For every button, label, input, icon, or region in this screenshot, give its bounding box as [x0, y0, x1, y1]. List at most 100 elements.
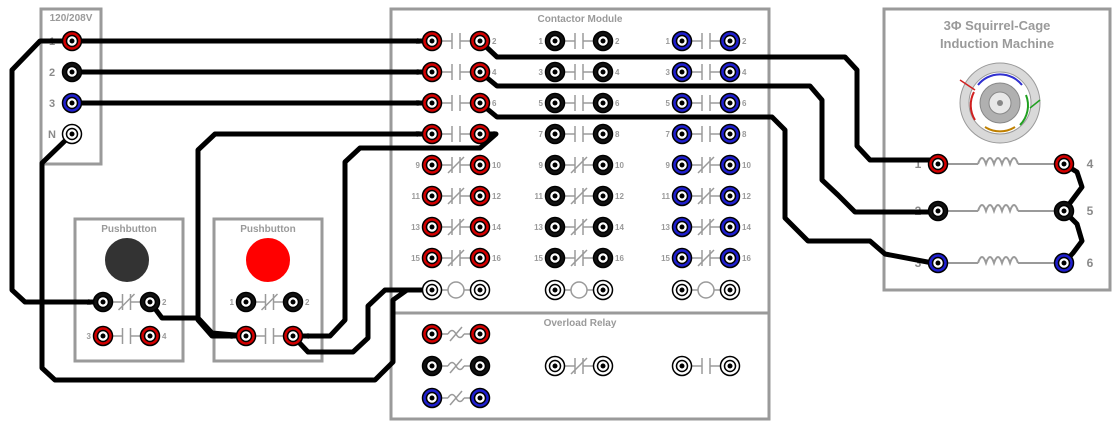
contact-label-right: 12: [742, 192, 751, 201]
contact-red-14[interactable]: [469, 216, 491, 238]
contact-label-right: 14: [492, 223, 501, 232]
contact-black-3[interactable]: [544, 61, 566, 83]
contact-black-2[interactable]: [592, 30, 614, 52]
pushbutton-1-no-b[interactable]: [139, 325, 161, 347]
contact-blue-3[interactable]: [671, 61, 693, 83]
contact-red-7[interactable]: [421, 123, 443, 145]
contact-blue-4[interactable]: [719, 61, 741, 83]
contact-blue-5[interactable]: [671, 92, 693, 114]
contact-black-15[interactable]: [544, 247, 566, 269]
contact-black-7[interactable]: [544, 123, 566, 145]
contact-blue-6[interactable]: [719, 92, 741, 114]
contact-red-3[interactable]: [421, 61, 443, 83]
overload-aux-nc-b[interactable]: [592, 355, 614, 377]
contact-black-16[interactable]: [592, 247, 614, 269]
contact-label-left: 5: [539, 99, 544, 108]
pushbutton-1-nc-a[interactable]: [92, 291, 114, 313]
contact-slash: [697, 249, 715, 267]
contact-black-14[interactable]: [592, 216, 614, 238]
source-terminal-n[interactable]: [61, 123, 83, 145]
overload-aux-no-b[interactable]: [719, 355, 741, 377]
contact-red-5[interactable]: [421, 92, 443, 114]
contact-black-1[interactable]: [544, 30, 566, 52]
contact-blue-2[interactable]: [719, 30, 741, 52]
contact-red-2[interactable]: [469, 30, 491, 52]
contact-red-1[interactable]: [421, 30, 443, 52]
overload-red-out[interactable]: [469, 323, 491, 345]
contact-red-9[interactable]: [421, 154, 443, 176]
pushbutton-black[interactable]: [103, 236, 151, 284]
contact-blue-7[interactable]: [671, 123, 693, 145]
contact-red-6[interactable]: [469, 92, 491, 114]
overload-black-out[interactable]: [469, 355, 491, 377]
contact-blue-14[interactable]: [719, 216, 741, 238]
contact-black-10[interactable]: [592, 154, 614, 176]
contact-label-left: 7: [539, 130, 544, 139]
contact-red-10[interactable]: [469, 154, 491, 176]
coil-black-a[interactable]: [544, 279, 566, 301]
motor-terminal-5[interactable]: [1053, 200, 1075, 222]
motor-terminal-1[interactable]: [927, 153, 949, 175]
pushbutton-1-no-a[interactable]: [92, 325, 114, 347]
coil-blue-b[interactable]: [719, 279, 741, 301]
contact-red-13[interactable]: [421, 216, 443, 238]
contact-blue-16[interactable]: [719, 247, 741, 269]
contact-blue-13[interactable]: [671, 216, 693, 238]
contact-black-8[interactable]: [592, 123, 614, 145]
contact-red-15[interactable]: [421, 247, 443, 269]
pushbutton-2-nc-b[interactable]: [282, 291, 304, 313]
source-terminal-2[interactable]: [61, 61, 83, 83]
contact-black-5[interactable]: [544, 92, 566, 114]
contact-blue-1[interactable]: [671, 30, 693, 52]
pb-label: 2: [305, 298, 310, 307]
coil-black-b[interactable]: [592, 279, 614, 301]
contact-black-12[interactable]: [592, 185, 614, 207]
motor-terminal-2[interactable]: [927, 200, 949, 222]
contact-blue-8[interactable]: [719, 123, 741, 145]
source-terminal-3[interactable]: [61, 92, 83, 114]
contact-label-right: 16: [615, 254, 624, 263]
source-terminal-1[interactable]: [61, 30, 83, 52]
pushbutton-2-no-a[interactable]: [235, 325, 257, 347]
contact-black-9[interactable]: [544, 154, 566, 176]
contact-red-16[interactable]: [469, 247, 491, 269]
contact-label-left: 15: [534, 254, 543, 263]
motor-terminal-4[interactable]: [1053, 153, 1075, 175]
contact-blue-12[interactable]: [719, 185, 741, 207]
overload-blue-out[interactable]: [469, 387, 491, 409]
contact-label-left: 3: [539, 68, 544, 77]
coil-blue-a[interactable]: [671, 279, 693, 301]
pushbutton-1-nc-b[interactable]: [139, 291, 161, 313]
contact-red-4[interactable]: [469, 61, 491, 83]
motor-terminal-3[interactable]: [927, 252, 949, 274]
contact-red-11[interactable]: [421, 185, 443, 207]
contact-red-8[interactable]: [469, 123, 491, 145]
contact-blue-15[interactable]: [671, 247, 693, 269]
pb-label: 3: [87, 332, 92, 341]
motor-terminal-6[interactable]: [1053, 252, 1075, 274]
coil-red-a[interactable]: [421, 279, 443, 301]
overload-red-in[interactable]: [421, 323, 443, 345]
overload-blue-in[interactable]: [421, 387, 443, 409]
contact-black-6[interactable]: [592, 92, 614, 114]
wire-m2: [477, 69, 941, 215]
contact-black-13[interactable]: [544, 216, 566, 238]
pushbutton-2-nc-a[interactable]: [235, 291, 257, 313]
motor-terminal-label: 1: [915, 157, 922, 171]
pushbutton-red[interactable]: [244, 236, 292, 284]
contact-blue-10[interactable]: [719, 154, 741, 176]
wire-coil-return: [290, 287, 435, 355]
overload-aux-no-a[interactable]: [671, 355, 693, 377]
coil-red-b[interactable]: [469, 279, 491, 301]
contact-blue-9[interactable]: [671, 154, 693, 176]
pushbutton-2-no-b[interactable]: [282, 325, 304, 347]
overload-aux-nc-a[interactable]: [544, 355, 566, 377]
contact-label-left: 3: [666, 68, 671, 77]
contact-black-4[interactable]: [592, 61, 614, 83]
contact-slash: [697, 156, 715, 174]
overload-black-in[interactable]: [421, 355, 443, 377]
source-terminal-label: 2: [49, 67, 55, 79]
contact-black-11[interactable]: [544, 185, 566, 207]
contact-red-12[interactable]: [469, 185, 491, 207]
contact-blue-11[interactable]: [671, 185, 693, 207]
